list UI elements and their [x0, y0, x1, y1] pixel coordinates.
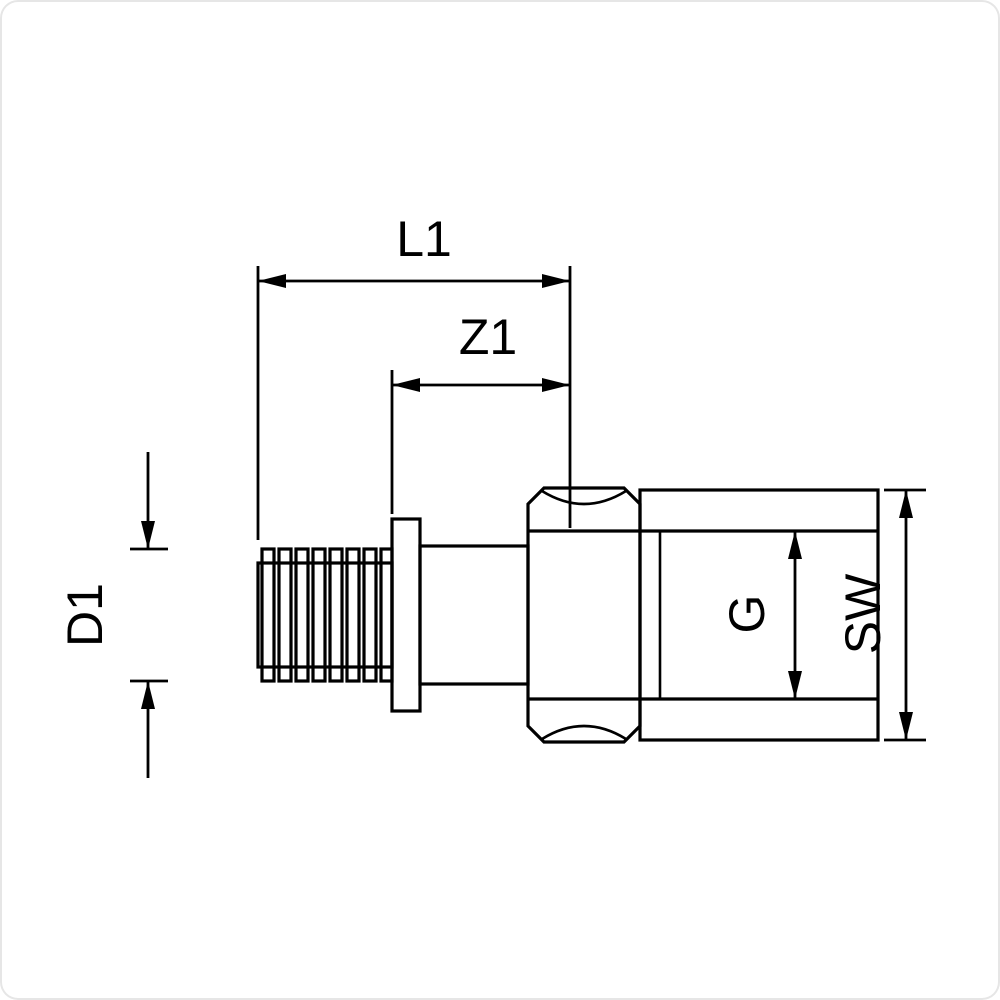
rib [260, 547, 276, 683]
hex-nut [526, 486, 642, 744]
arrowhead-right [542, 378, 570, 392]
arrowhead-up [788, 531, 802, 559]
dimension-label-sw: SW [835, 573, 891, 654]
arrowhead-left [258, 274, 286, 288]
rib [277, 547, 293, 683]
dimension-z1: Z1 [390, 309, 570, 514]
rib [311, 547, 327, 683]
arrowhead-up [899, 490, 913, 518]
arrowhead-up [141, 681, 155, 709]
threaded-end-body [638, 488, 880, 742]
rib [379, 547, 394, 683]
rib [345, 547, 361, 683]
threaded-end [638, 488, 880, 742]
hex-nut-outline [526, 486, 642, 744]
dimension-g: G [719, 531, 802, 699]
arrowhead-down [141, 521, 155, 549]
hex-chamfer-arc-bottom [541, 724, 627, 741]
rib [328, 547, 344, 683]
dimension-label-z1: Z1 [459, 309, 517, 365]
arrowhead-down [788, 671, 802, 699]
dimension-sw: SW [835, 488, 926, 742]
body-cylinder [418, 544, 530, 686]
arrowhead-right [542, 274, 570, 288]
dimension-label-g: G [719, 595, 775, 634]
hex-chamfer-arc-top [541, 489, 627, 506]
arrowhead-down [899, 712, 913, 740]
rib [294, 547, 310, 683]
dimension-d1: D1 [57, 452, 168, 778]
dimension-l1: L1 [256, 211, 572, 540]
dimension-label-d1: D1 [57, 583, 113, 647]
arrowhead-left [392, 378, 420, 392]
collar-flange [390, 517, 422, 713]
dimension-label-l1: L1 [396, 211, 452, 267]
rib [362, 547, 378, 683]
press-fitting-ribbed-end [256, 547, 394, 683]
